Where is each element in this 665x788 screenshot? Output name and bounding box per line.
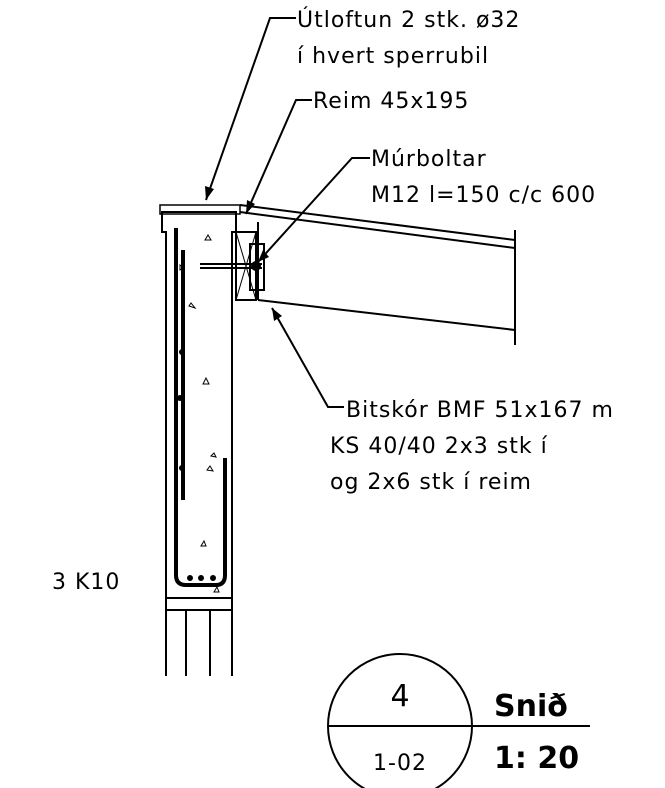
bolts-label-line1: Múrboltar [371,147,487,172]
scale-label: 1: 20 [494,741,579,776]
detail-number: 4 [390,679,409,714]
concrete-aggregate [179,234,220,593]
concrete-wall [159,204,241,676]
hanger-label-line1: Bitskór BMF 51x167 m [346,398,614,423]
title-block [327,653,590,788]
rebar-label: 3 K10 [52,570,120,595]
sheet-reference: 1-02 [373,751,427,776]
timber-members [235,204,516,345]
hanger-label-line3: og 2x6 stk í reim [330,470,532,495]
hanger-label-line2: KS 40/40 2x3 stk í [330,434,548,459]
vent-label-line1: Útloftun 2 stk. ø32 [297,7,520,33]
bolts-label-line2: M12 l=150 c/c 600 [371,183,596,208]
rebar-cage [174,228,227,587]
anchor-bolt [200,261,262,271]
leader-lines [205,17,370,408]
vent-label-line2: í hvert sperrubil [297,44,489,69]
rebar-dots [177,349,216,581]
beam-label: Reim 45x195 [313,89,469,114]
section-title: Snið [494,689,568,724]
leader-arrowheads [205,186,282,321]
